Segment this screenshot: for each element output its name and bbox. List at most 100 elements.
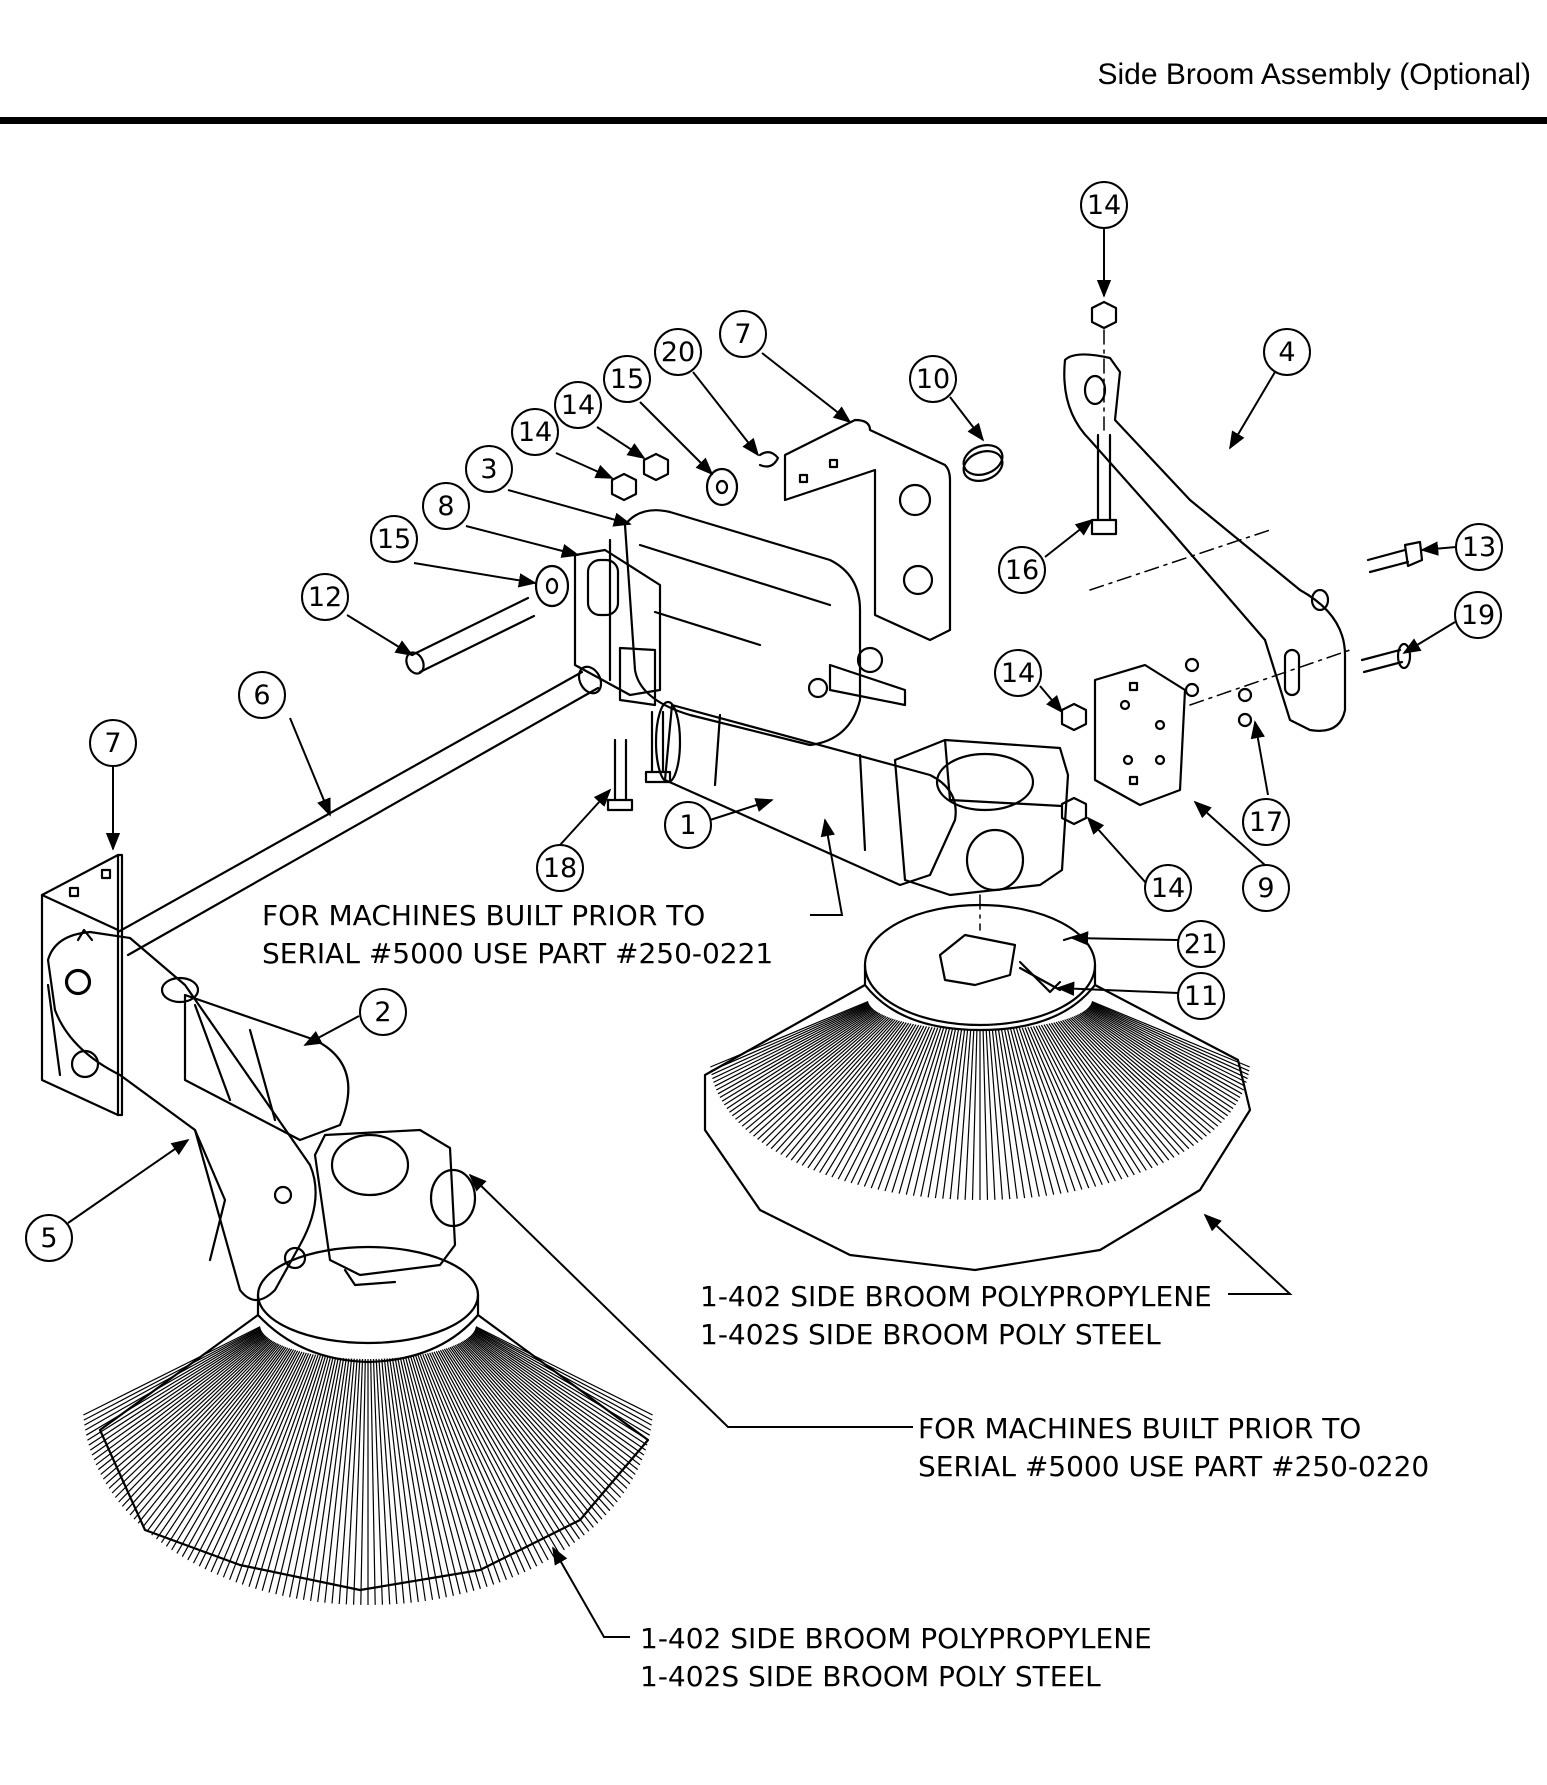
bristle-line	[429, 1352, 532, 1570]
bristle-line	[1090, 1003, 1248, 1080]
bristle-line	[971, 1029, 978, 1200]
bristle-line	[464, 1339, 625, 1494]
bristle-line	[831, 1024, 920, 1178]
callout-balloon: 11	[1177, 972, 1225, 1020]
bristle-line	[466, 1337, 631, 1485]
bristle-line	[437, 1350, 555, 1557]
bristle-line	[1018, 1027, 1076, 1192]
bristle-line	[1055, 1021, 1164, 1164]
bristle-line	[1021, 1027, 1083, 1190]
right-broom	[703, 903, 1252, 1272]
bristle-line	[452, 1345, 594, 1528]
callout-balloon: 17	[1242, 798, 1290, 846]
bristle-line	[93, 1333, 265, 1461]
bristle-line	[1004, 1029, 1040, 1197]
bristle-line	[468, 1336, 636, 1475]
bristle-line	[282, 1357, 337, 1596]
bristle-line	[192, 1351, 303, 1564]
callout-balloon: 16	[998, 546, 1046, 594]
bristle-line	[397, 1357, 447, 1598]
bristle-line	[229, 1354, 317, 1581]
bristle-line	[1091, 1000, 1250, 1068]
bristle-line	[142, 1345, 284, 1528]
bristle-line	[118, 1341, 274, 1503]
bristle-line	[156, 1347, 289, 1540]
callout-label: 7	[104, 728, 121, 759]
bristle-line	[84, 1327, 261, 1426]
callout-label: 21	[1184, 929, 1218, 960]
bristle-line	[738, 1012, 881, 1124]
motor-mount-housing	[608, 509, 907, 747]
callout-balloon: 14	[511, 408, 559, 456]
bristle-line	[1091, 1002, 1249, 1076]
callout-label: 14	[1151, 873, 1185, 904]
callout-balloon: 7	[89, 719, 137, 767]
bristle-line	[474, 1329, 651, 1436]
bristle-line	[796, 1021, 905, 1164]
bristle-line	[710, 1001, 869, 1072]
callout-balloon: 20	[654, 328, 702, 376]
bristle-line	[165, 1348, 293, 1547]
bristle-line	[1062, 1019, 1180, 1155]
bristle-line	[1070, 1017, 1199, 1144]
bristle-line	[447, 1347, 580, 1540]
bristle-line	[459, 1342, 611, 1512]
bristle-line	[85, 1328, 262, 1431]
callout-label: 17	[1249, 807, 1283, 838]
bristle-line	[1053, 1022, 1159, 1166]
bristle-line	[137, 1344, 282, 1524]
bristle-line	[108, 1338, 271, 1489]
bristle-line	[1090, 1004, 1247, 1083]
bristle-line	[399, 1357, 454, 1596]
callout-balloon: 15	[603, 355, 651, 403]
bristle-line	[1024, 1027, 1090, 1189]
callout-label: 11	[1184, 981, 1218, 1012]
right-broom-note-line1: 1-402 SIDE BROOM POLYPROPYLENE	[700, 1280, 1212, 1313]
bristle-line	[1032, 1026, 1110, 1184]
callout-label: 14	[518, 417, 552, 448]
bristle-line	[457, 1343, 607, 1516]
bristle-line	[994, 1029, 1018, 1199]
bristle-line	[1038, 1025, 1123, 1180]
bristle-line	[417, 1354, 501, 1583]
bristle-line	[991, 1029, 1011, 1200]
callout-label: 19	[1461, 600, 1495, 631]
bristle-line	[710, 1000, 869, 1068]
bristle-line	[160, 1348, 291, 1544]
callout-label: 9	[1257, 873, 1274, 904]
bristle-line	[386, 1358, 419, 1602]
bristle-line	[222, 1354, 314, 1578]
bristle-line	[422, 1354, 514, 1578]
bristle-line	[394, 1357, 441, 1599]
bristle-line	[353, 1358, 364, 1605]
bristle-line	[100, 1336, 268, 1475]
bristle-line	[441, 1349, 565, 1551]
notes: FOR MACHINES BUILT PRIOR TO SERIAL #5000…	[262, 899, 1429, 1693]
bristle-line	[89, 1332, 264, 1451]
bristle-line	[235, 1354, 319, 1583]
callout-balloon: 3	[465, 445, 513, 493]
bristle-line	[105, 1337, 270, 1485]
bristle-line	[473, 1330, 649, 1441]
bristle-line	[121, 1341, 276, 1507]
right-arm	[1063, 353, 1347, 732]
broom-bristles	[83, 1000, 1250, 1605]
callout-label: 13	[1462, 532, 1496, 563]
pivot-plate	[573, 548, 662, 707]
bristle-line	[1012, 1028, 1062, 1194]
bristle-line	[187, 1351, 301, 1561]
bristle-line	[88, 1331, 263, 1446]
bristle-line	[83, 1327, 261, 1421]
left-arm	[46, 928, 317, 1302]
bristle-line	[324, 1358, 353, 1603]
bristle-line	[95, 1334, 266, 1466]
bristle-line	[1027, 1026, 1097, 1187]
bristle-line	[198, 1352, 305, 1567]
bristle-line	[741, 1013, 882, 1127]
bristle-line	[988, 1029, 1003, 1200]
bristle-line	[433, 1351, 544, 1564]
bristle-line	[391, 1358, 434, 1600]
callout-balloon: 13	[1455, 523, 1503, 571]
callout-label: 5	[40, 1223, 57, 1254]
